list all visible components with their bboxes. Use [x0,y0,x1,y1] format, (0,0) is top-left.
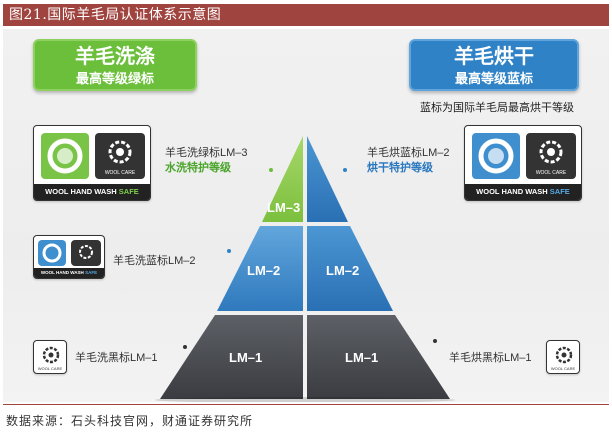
blue-dry-label-caption: 羊毛烘蓝标LM–2 烘干特护等级 [367,146,450,176]
green-label-dot [269,168,273,172]
green-label-name: 羊毛洗绿标LM–3 [165,147,248,159]
blue-wash-label-dot [227,249,231,253]
blue-swatch [472,133,520,179]
tier-lm2-right [307,226,393,311]
dry-blue-banner: 羊毛烘干 最高等级蓝标 [409,39,579,91]
dry-circle-icon [478,138,514,174]
hand-wash-text: WOOL HAND WASH [40,270,84,275]
tier-label-lm2-left: LM–2 [247,263,280,278]
figure-title: 图21.国际羊毛局认证体系示意图 [3,4,609,26]
wool-care-text: WOOL CARE [37,366,63,371]
tier-lm2-left [217,226,303,311]
woolmark-icon [555,346,573,364]
hand-wash-circle-icon [42,243,62,263]
bottom-rule [3,404,609,405]
green-label-sub: 水洗特护等级 [165,162,231,174]
tier-label-lm1-right: LM–1 [345,350,378,365]
green-label-caption: 羊毛洗绿标LM–3 水洗特护等级 [165,146,248,176]
source-note: 数据来源：石头科技官网，财通证券研究所 [6,414,254,428]
safe-text: SAFE [85,270,98,275]
woolmark-icon [79,245,93,259]
woolmark-swatch: WOOL CARE [95,133,145,179]
tier-label-lm1-left: LM–1 [229,350,262,365]
safe-text: SAFE [118,187,139,196]
tier-lm1-left [160,315,303,399]
wash-green-banner: 羊毛洗涤 最高等级绿标 [33,39,197,91]
woolmark-icon [108,140,132,164]
black-dry-label-dot [433,339,437,343]
wash-banner-subtitle: 最高等级绿标 [75,71,154,86]
dry-banner-subtitle: 最高等级蓝标 [454,71,533,86]
wool-care-text: WOOL CARE [535,170,567,176]
blue-label-note: 蓝标为国际羊毛局最高烘干等级 [420,102,574,114]
wool-care-text: WOOL CARE [550,366,576,371]
wool-care-text: WOOL CARE [104,170,136,176]
wool-hand-wash-small-logo: WOOL HAND WASH SAFE [33,235,105,279]
blue-wash-label-name: 羊毛洗蓝标LM–2 [113,255,196,267]
woolmark-icon [42,346,60,364]
tier-lm3-right-top [307,136,348,222]
tier-lm3-left [262,136,303,222]
small-woolmark-swatch [71,240,101,266]
black-wash-label-dot [183,345,187,349]
hand-wash-strip: WOOL HAND WASH SAFE [34,184,150,200]
blue-dry-label-dot [343,168,347,172]
hand-wash-text: WOOL HAND WASH [476,187,548,196]
black-wash-label-name: 羊毛洗黑标LM–1 [75,352,158,364]
hand-wash-circle-icon [47,138,83,174]
black-dry-label-name: 羊毛烘黑标LM–1 [449,352,532,364]
dry-banner-title: 羊毛烘干 [454,46,534,68]
tier-label-lm3: LM–3 [267,200,300,215]
certification-pyramid: LM–3 LM–2 LM–2 LM–1 LM–1 [155,136,455,402]
woolmark-icon [539,140,563,164]
wool-care-badge-left: WOOL CARE [33,340,67,374]
small-hand-wash-strip: WOOL HAND WASH SAFE [34,268,104,278]
tier-lm1-right [307,315,450,399]
small-blue-swatch [38,240,66,266]
wool-care-badge-right: WOOL CARE [546,340,580,374]
certification-figure: LM–3 LM–2 LM–2 LM–1 LM–1 羊毛洗涤 最高等级绿标 羊毛烘… [3,29,609,402]
tier-label-lm2-right: LM–2 [326,263,359,278]
safe-text: SAFE [549,187,570,196]
hand-wash-strip: WOOL HAND WASH SAFE [465,184,581,200]
wool-hand-wash-blue-logo: WOOL CARE WOOL HAND WASH SAFE [464,125,582,201]
blue-dry-label-name: 羊毛烘蓝标LM–2 [367,147,450,159]
wool-hand-wash-green-logo: WOOL CARE WOOL HAND WASH SAFE [33,125,151,201]
green-swatch [41,133,89,179]
hand-wash-text: WOOL HAND WASH [45,187,117,196]
wash-banner-title: 羊毛洗涤 [75,46,155,68]
blue-dry-label-sub: 烘干特护等级 [367,162,433,174]
woolmark-swatch-right: WOOL CARE [526,133,576,179]
